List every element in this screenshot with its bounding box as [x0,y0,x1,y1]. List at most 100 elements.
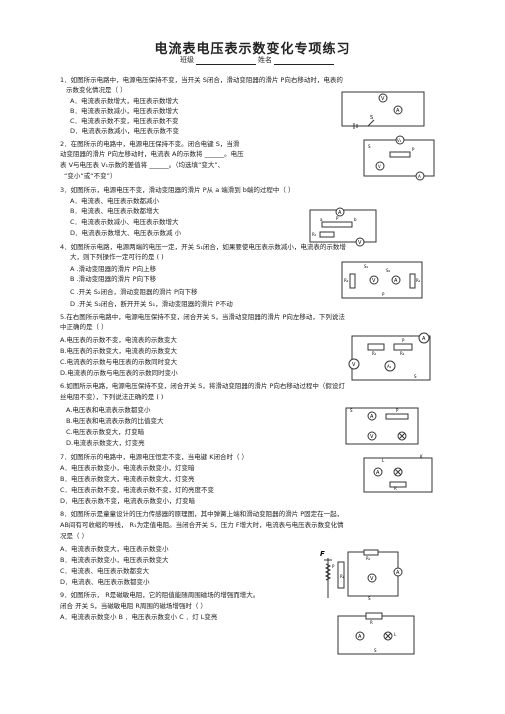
f5-v-label: V [352,362,356,368]
f8-r2-label: R₂ [340,574,345,579]
question-line: D．电压表示数不变，电流表示数变小，灯变暗 [60,497,196,505]
f3-a-end: a [320,217,323,222]
f9-s-label: S [374,648,377,653]
f3-a-label: A [338,210,342,216]
question-line: A．电压表示数变小，电流表示数变小，灯变暗 [60,464,195,472]
figure-4-circuit: S₁ R₂ V S₂ A R₁ P [338,258,426,302]
class-label: 班级 [180,56,194,64]
question-line: A .滑动变阻器的滑片 P向上移 [70,265,157,273]
f5-r2-label: R₂ [400,351,405,356]
question-line: D．电流表示数增大、电压表示数减 小 [70,229,182,237]
question-line: B．电流表示数变小，电压表示数变大 [60,556,169,564]
figure-1-circuit: V A S [338,88,428,130]
question-line: 7．如图所示的电路中，电源电压恒定不变，当电键 K闭合时（ ） [60,453,249,461]
question-line: D.电流表示数变大，灯变亮 [66,439,145,447]
figure-7-circuit: L K A R [360,454,436,498]
question-line: B．电压表示数变大，电流表示数变大，灯变亮 [60,475,195,483]
f8-v-label: V [370,576,374,582]
f4-r2-label: R₂ [344,278,349,283]
f4-v-label: V [372,278,376,284]
name-blank[interactable] [274,57,334,65]
f8-r1-label: R₁ [366,556,371,561]
question-line: C.电流表的示数与电压表的示数同时变大 [60,358,178,366]
question-line: 丝电阻不变），下列说法正确的是 ( ) [60,393,164,401]
question-line: C．电流表示数不变，电压表示数不变 [70,117,179,125]
header-fields: 班级 姓名 [180,55,336,65]
question-line: 4．如图所示电路，电源两端的电压一定，开关 S₁闭合，如果要使电压表示数减小，电… [60,243,346,251]
question-line: B.电压表的示数变大，电流表的示数变大 [60,347,178,355]
page-title: 电流表电压表示数变化专项练习 [154,42,351,57]
f7-l-label: L [382,458,385,463]
f5-a-label: A [422,336,426,342]
question-line: A．电流表、电压表示数都减小 [70,197,159,205]
question-line: 示数变化情况是（ ） [66,86,127,94]
question-line: AB间有可收缩的导线， R₁为定值电阻。当闭合开关 S，压力 F增大时，电流表与… [60,521,344,529]
question-line: 闭合 开关 S，当磁敏电阻 R周围的磁场增强时（ ） [60,602,207,610]
question-line: 表 V与电压表 V₁示数的差值将 ______。（均选填“变大”、 [60,161,225,169]
figure-3-circuit: A a b P R₁ V [300,204,380,246]
question-line: “变小”或“不变”） [64,172,117,180]
f6-a-label: A [370,414,374,420]
class-blank[interactable] [196,57,256,65]
question-line: C.电压表示数变大，灯变暗 [66,428,145,436]
f4-a-label: A [394,278,398,284]
name-label: 姓名 [258,56,272,64]
question-line: D .开关 S₂闭合，断开开关 S₁，滑动变阻器的滑片 P不动 [70,300,233,308]
f7-k-label: K [420,454,423,459]
f5-r1-label: R₁ [372,351,377,356]
question-line: 况是（ ） [60,532,89,540]
question-line: 大，则下列操作一定可行的是 ( ) [70,253,164,261]
f2-a-label: A [418,174,421,179]
f5-s-label: S [414,374,417,379]
f8-f-label: F [320,550,325,558]
question-line: B.电压表和电流表示数的比值变大 [66,417,164,425]
question-line: A.电压表的示数不变，电流表的示数变大 [60,336,177,344]
f1-a-label: A [396,108,400,114]
question-line: 中正确的是（ ） [60,323,108,331]
question-line: A.电压表和电流表示数都变小 [66,406,151,414]
question-line: 5.在右图所示电路中，电源电压保持不变，闭合开关 S，当滑动变阻器的滑片 P向左… [60,313,345,321]
f9-r-label: R [370,620,373,625]
f1-s-label: S [370,115,373,121]
figure-8-circuit: F R₂ P R₁ A V S [320,548,402,601]
f3-b-end: b [354,217,357,222]
figure-2-circuit: V₁ P V A S [360,136,438,180]
question-line: B．电流表、电压表示数都增大 [70,207,159,215]
question-line: C．电流表示数减小、电压表示数增大 [70,218,179,226]
f3-v-label: V [358,240,362,246]
f4-s2-label: S₂ [386,268,391,273]
figure-6-circuit: S A P V [342,402,422,448]
question-line: D.电流表的示数与电压表的示数同时变小 [60,369,178,377]
figure-9-circuit: R A L S [330,612,422,658]
f2-v1-label: V₁ [397,138,402,143]
f5-p-label: P [402,338,405,343]
question-line: A．电流表示数变大，电压表示数变小 [60,545,169,553]
question-line: B .滑动变阻器的滑片 P向下移 [70,275,157,283]
question-line: 9．如图所示， R是磁敏电阻，它的阻值能随周围磁场的增强而增大。 [60,591,260,599]
f1-v-label: V [381,96,385,102]
question-line: D．电流表、电压表示数都变小 [60,578,150,586]
f4-s1-label: S₁ [364,264,369,269]
f8-a-label: A [396,570,400,576]
question-line: A．电流表示数变小 B ．电压表示数变小 C ．灯 L变亮 [60,613,218,621]
question-line: D．电流表示数减小，电压表示数不变 [70,127,180,135]
question-line: B．电流表示数减小，电压表示数增大 [70,107,179,115]
question-line: C．电流表、电压表示数都变大 [60,567,150,575]
f2-s-label: S [368,144,371,149]
f4-r1-label: R₁ [416,278,421,283]
f3-p-label: P [336,216,339,221]
f6-s-label: S [350,408,353,413]
question-line: 3．如图所示，电源电压不变，滑动变阻器的滑片 P从 a 端滑到 b端的过程中（ … [60,186,295,194]
question-line: 8．如图所示是童童设计的压力传感器的原理图，其中弹簧上端和滑动变阻器的滑片 P固… [60,510,344,518]
f8-p-label: P [332,564,335,569]
figure-5-circuit: A R₁ R₂ P V A₁ S [342,330,436,384]
f4-p-label: P [382,292,385,297]
question-line: 动变阻器的滑片 P向左移动时，电流表 A的示数将 ______。电压 [60,150,244,158]
question-line: A．电流表示数增大，电压表示数增大 [70,97,179,105]
f7-a-label: A [376,470,380,476]
f3-r1-label: R₁ [312,232,317,237]
f9-l-label: L [394,632,397,637]
f5-a1-label: A₁ [387,364,392,369]
question-line: 1．如图所示电路中，电源电压保持不变，当开关 S闭合，滑动变阻器的滑片 P向右移… [60,76,343,84]
